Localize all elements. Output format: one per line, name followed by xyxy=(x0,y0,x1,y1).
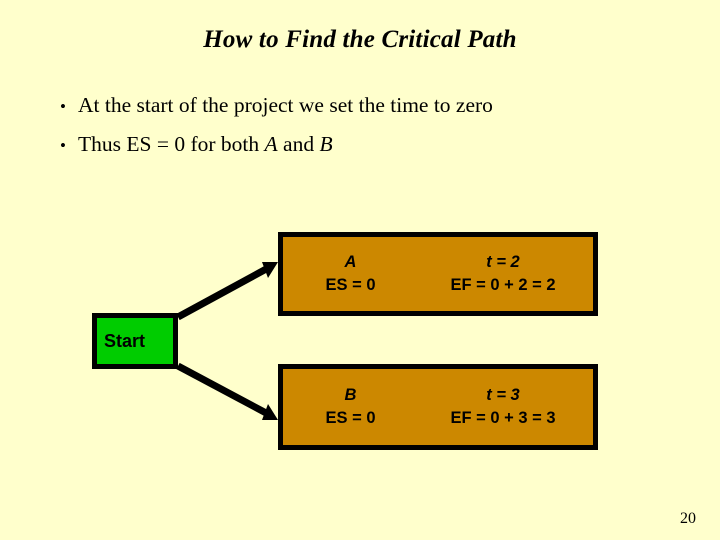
node-task-a-duration: t = 2 xyxy=(486,253,520,272)
node-task-b-content: B t = 3 ES = 0 EF = 0 + 3 = 3 xyxy=(286,385,591,428)
node-task-a-name: A xyxy=(344,253,357,272)
node-start[interactable]: Start xyxy=(92,313,178,369)
node-task-a[interactable]: A t = 2 ES = 0 EF = 0 + 2 = 2 xyxy=(278,232,598,316)
list-item: • Thus ES = 0 for both A and B xyxy=(54,132,674,157)
arrowhead-a-icon xyxy=(262,262,278,278)
node-task-b-duration: t = 3 xyxy=(486,386,520,405)
connector-start-to-a xyxy=(176,264,270,321)
connector-start-to-b xyxy=(176,362,270,418)
node-task-b[interactable]: B t = 3 ES = 0 EF = 0 + 3 = 3 xyxy=(278,364,598,450)
bullet-text-1: At the start of the project we set the t… xyxy=(78,93,493,117)
node-task-a-content: A t = 2 ES = 0 EF = 0 + 2 = 2 xyxy=(286,252,591,295)
page-title: How to Find the Critical Path xyxy=(203,26,517,53)
node-task-b-ef: EF = 0 + 3 = 3 xyxy=(450,408,556,427)
node-task-a-ef: EF = 0 + 2 = 2 xyxy=(450,275,556,294)
node-task-b-name: B xyxy=(344,386,357,405)
bullet-text-2: Thus ES = 0 for both A and B xyxy=(78,132,333,157)
list-item: • At the start of the project we set the… xyxy=(54,93,674,118)
node-start-label: Start xyxy=(104,330,146,351)
arrowhead-b-icon xyxy=(262,404,278,420)
node-task-b-es: ES = 0 xyxy=(325,408,376,427)
bullet-text-2-italic-b: B xyxy=(319,131,333,156)
bullet-text-2-middle: and xyxy=(277,131,320,156)
bullet-text-2-italic-a: A xyxy=(264,131,278,156)
bullet-marker-icon: • xyxy=(60,97,66,116)
bullet-marker-icon: • xyxy=(60,135,66,155)
bullet-list: • At the start of the project we set the… xyxy=(54,93,674,170)
node-task-a-es: ES = 0 xyxy=(325,275,376,294)
page-number: 20 xyxy=(680,510,696,527)
bullet-text-2-before: Thus ES = 0 for both xyxy=(78,131,265,156)
